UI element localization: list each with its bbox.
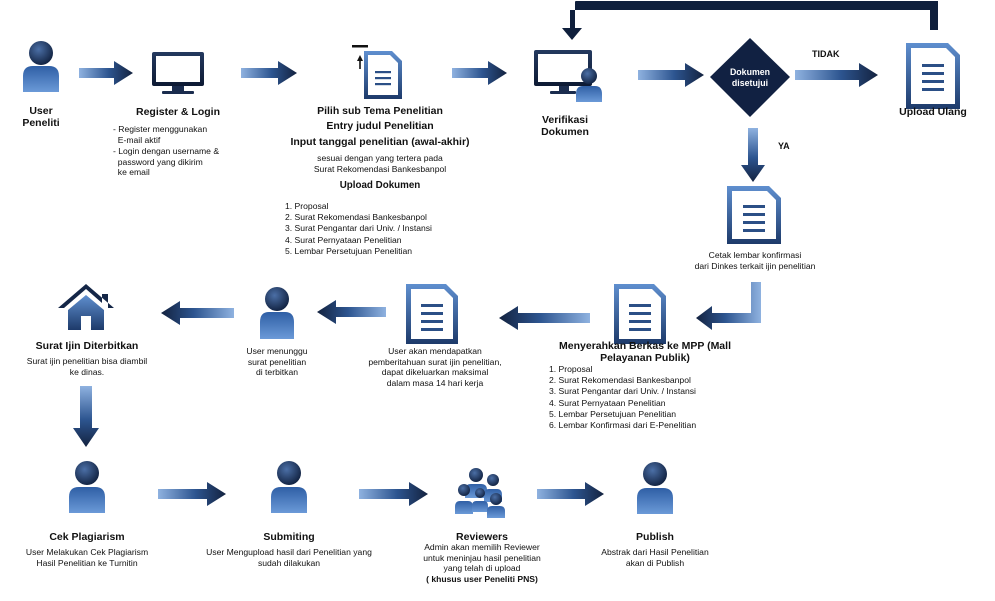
arrow-right: [795, 63, 878, 87]
person-icon: [271, 461, 307, 513]
list-item: 4. Surat Pernyataan Penelitian: [285, 234, 402, 245]
list-item: 3. Surat Pengantar dari Univ. / Instansi: [549, 386, 696, 397]
list-item: 5. Lembar Persetujuan Penelitian: [285, 245, 413, 256]
mpp-list: 1. Proposal 2. Surat Rekomendasi Bankesb…: [549, 364, 696, 431]
arrow-right: [359, 482, 428, 506]
publish-title: Publish: [636, 531, 674, 543]
arrow-down: [741, 128, 765, 182]
menunggu-text: User menunggu surat penelitian di terbit…: [246, 346, 308, 377]
decision-no-label: TIDAK: [812, 49, 840, 59]
user-peneliti-title: User Peneliti: [22, 105, 60, 129]
monitor-icon: [152, 52, 204, 94]
decision-label: Dokumen disetujui: [729, 67, 771, 88]
mpp-title: Menyerahkan Berkas ke MPP (Mall Pelayana…: [559, 340, 731, 364]
register-bullet-2: - Login dengan username & password yang …: [113, 146, 220, 177]
list-item: 5. Lembar Persetujuan Penelitian: [549, 408, 677, 419]
arrow-left: [317, 300, 386, 324]
submiting-title: Submiting: [263, 531, 315, 543]
document-icon: [406, 284, 458, 344]
list-item: 2. Surat Rekomendasi Bankesbanpol: [285, 212, 427, 223]
reviewers-title: Reviewers: [456, 531, 508, 543]
monitor-user-icon: [534, 50, 602, 102]
register-login-title: Register & Login: [135, 106, 220, 118]
reviewers-text: Admin akan memilih Reviewer untuk meninj…: [423, 542, 541, 573]
upload-ulang-title: Upload Ulang: [899, 106, 967, 118]
person-icon: [260, 287, 294, 339]
cetak-text: Cetak lembar konfirmasi dari Dinkes terk…: [694, 250, 816, 271]
arrow-elbow: [696, 282, 761, 330]
cek-plagiarism-title: Cek Plagiarism: [49, 531, 125, 543]
verifikasi-title: Verifikasi Dokumen: [541, 114, 589, 138]
list-item: 3. Surat Pengantar dari Univ. / Instansi: [285, 223, 432, 234]
arrow-left: [499, 306, 590, 330]
person-icon: [637, 462, 673, 514]
submiting-text: User Mengupload hasil dari Penelitian ya…: [206, 547, 372, 568]
register-bullet-1: - Register menggunakan E-mail aktif: [113, 124, 208, 145]
arrow-right: [452, 61, 507, 85]
document-icon: [727, 186, 781, 244]
list-item: 4. Surat Pernyataan Penelitian: [549, 397, 666, 408]
person-icon: [69, 461, 105, 513]
list-item: 1. Proposal: [549, 364, 593, 374]
house-icon: [58, 284, 114, 330]
pemberitahuan-text: User akan mendapatkan pemberitahuan sura…: [368, 346, 502, 388]
document-icon: [906, 43, 960, 109]
document-icon: [614, 284, 666, 344]
arrow-down: [73, 386, 99, 447]
group-icon: [455, 468, 505, 518]
cek-plagiarism-text: User Melakukan Cek Plagiarism Hasil Pene…: [25, 547, 149, 568]
surat-ijin-title: Surat Ijin Diterbitkan: [35, 340, 139, 352]
list-item: 2. Surat Rekomendasi Bankesbanpol: [549, 375, 691, 386]
arrow-right: [79, 61, 133, 85]
surat-ijin-text: Surat ijin penelitian bisa diambil ke di…: [26, 356, 148, 377]
input-tanggal-title: Input tanggal penelitian (awal-akhir): [290, 136, 470, 148]
arrow-loop-back: [562, 1, 938, 40]
input-tanggal-note: sesuai dengan yang tertera pada Surat Re…: [313, 153, 447, 174]
entry-judul-title: Entry judul Penelitian: [326, 120, 434, 132]
list-item: 1. Proposal: [285, 201, 329, 211]
upload-dokumen-title: Upload Dokumen: [339, 180, 421, 191]
reviewers-note: ( khusus user Peneliti PNS): [426, 574, 538, 584]
arrow-right: [241, 61, 297, 85]
arrow-right: [537, 482, 604, 506]
arrow-left: [161, 301, 234, 325]
arrow-right: [158, 482, 226, 506]
document-upload-icon: [352, 45, 402, 99]
pilih-tema-title: Pilih sub Tema Penelitian: [317, 105, 443, 117]
upload-dokumen-list: 1. Proposal 2. Surat Rekomendasi Bankesb…: [285, 201, 432, 257]
diamond-decision: [710, 38, 790, 117]
publish-text: Abstrak dari Hasil Penelitian akan di Pu…: [601, 547, 709, 568]
arrow-right: [638, 63, 704, 87]
person-icon: [23, 41, 59, 92]
list-item: 6. Lembar Konfirmasi dari E-Penelitian: [549, 420, 697, 431]
decision-yes-label: YA: [778, 141, 790, 151]
